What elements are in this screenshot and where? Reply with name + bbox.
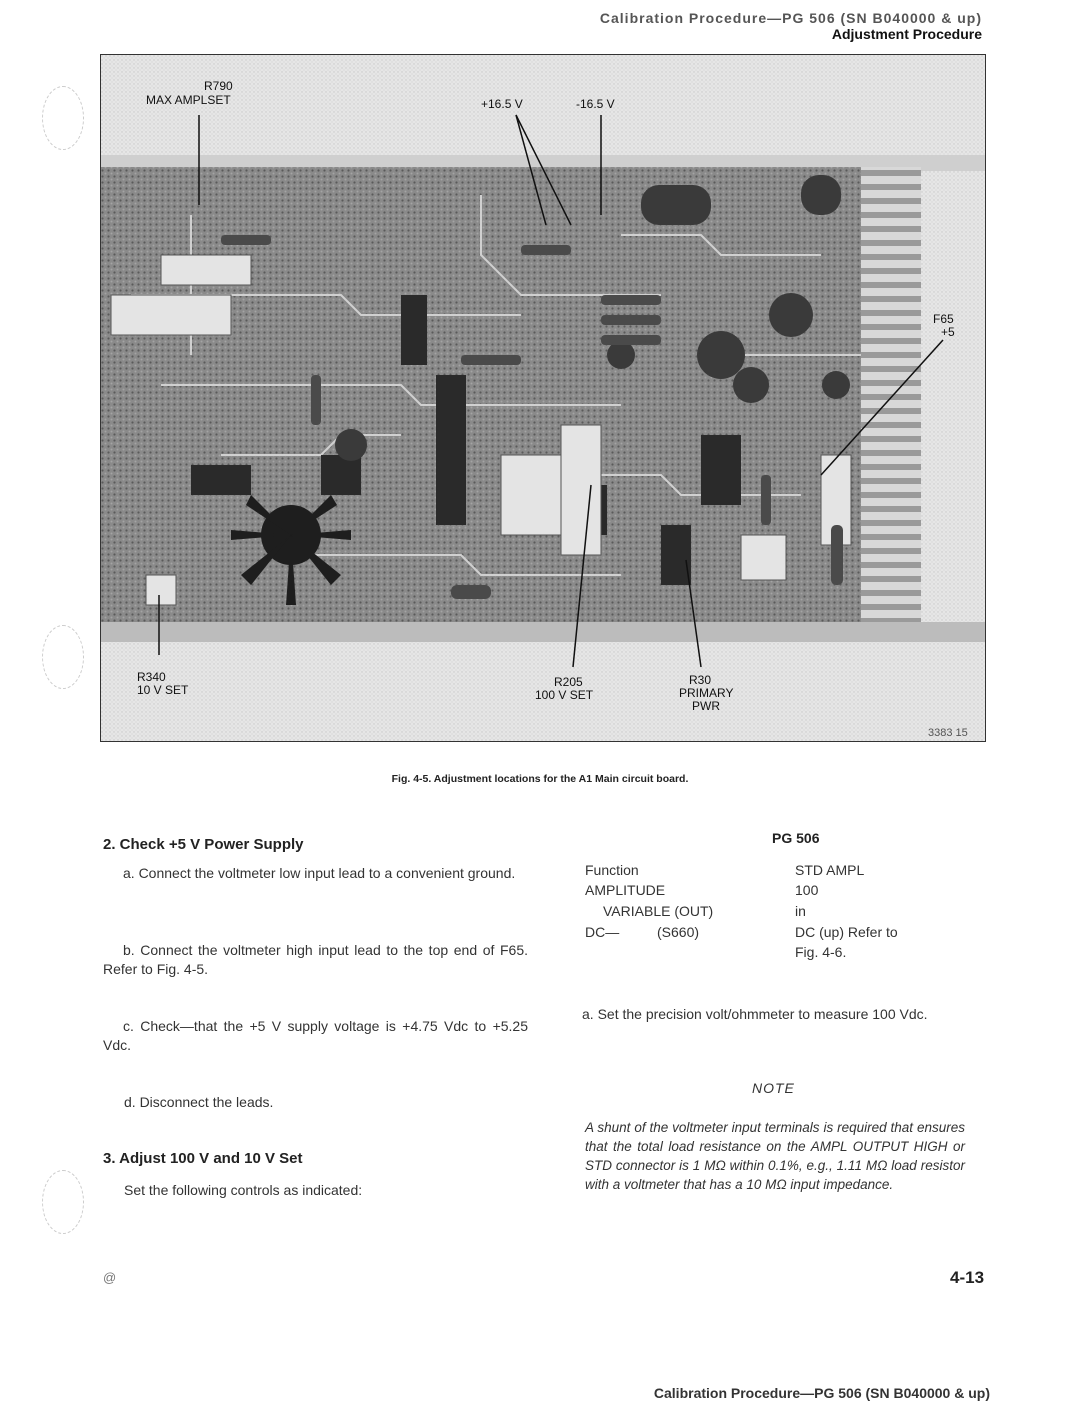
label-r790: R790: [204, 79, 233, 93]
section-2-step-d: d. Disconnect the leads.: [124, 1094, 274, 1110]
control-value-variable: in: [795, 903, 806, 919]
circuit-board-photo: R790 MAX AMPLSET +16.5 V -16.5 V F65 +5 …: [100, 54, 986, 742]
circuit-board-image: [101, 55, 985, 741]
section-2-step-b: b. Connect the voltmeter high input lead…: [103, 942, 528, 977]
label-plus-5: +5: [941, 325, 955, 339]
binder-hole-bottom: [42, 1170, 84, 1234]
control-name-amplitude: AMPLITUDE: [585, 882, 666, 898]
note-text: A shunt of the voltmeter input terminals…: [585, 1120, 965, 1192]
figure-number: 3383 15: [928, 727, 968, 739]
label-f65: F65: [933, 312, 954, 326]
control-name-dc: DC—: [585, 924, 620, 940]
label-r30: R30: [689, 673, 712, 687]
section-3-heading: 3. Adjust 100 V and 10 V Set: [103, 1150, 303, 1167]
label-r205: R205: [554, 675, 583, 689]
section-header: Adjustment Procedure: [831, 26, 982, 42]
page-number: 4-13: [950, 1268, 985, 1287]
control-value-dc: DC (up) Refer to: [795, 924, 898, 940]
controls-title: PG 506: [772, 830, 820, 846]
footer-running-title: Calibration Procedure—PG 506 (SN B040000…: [653, 1385, 990, 1401]
control-name-variable: VARIABLE (OUT): [603, 903, 714, 919]
note-title: NOTE: [752, 1080, 795, 1096]
section-2-step-c: c. Check—that the +5 V supply voltage is…: [103, 1018, 528, 1053]
section-2-heading: 2. Check +5 V Power Supply: [103, 836, 304, 853]
section-2-step-a: a. Connect the voltmeter low input lead …: [123, 865, 516, 881]
control-name-function: Function: [585, 862, 639, 878]
control-value-amplitude: 100: [795, 882, 819, 898]
section-3-intro: Set the following controls as indicated:: [124, 1182, 363, 1198]
control-name-s660: (S660): [657, 924, 700, 940]
binder-hole-middle: [42, 625, 84, 689]
label-max-amplset: MAX AMPLSET: [146, 93, 231, 107]
footer-symbol: @: [103, 1270, 117, 1285]
label-r30-desc2: PWR: [692, 699, 720, 713]
control-value-function: STD AMPL: [795, 862, 865, 878]
label-r205-desc: 100 V SET: [535, 688, 594, 702]
label-r340: R340: [137, 670, 166, 684]
figure-caption: Fig. 4-5. Adjustment locations for the A…: [391, 773, 689, 785]
label-r30-desc1: PRIMARY: [679, 686, 734, 700]
control-value-fig-ref: Fig. 4-6.: [795, 944, 847, 960]
label-minus-16-5v: -16.5 V: [576, 97, 615, 111]
binder-hole-top: [42, 86, 84, 150]
label-r340-desc: 10 V SET: [137, 683, 189, 697]
running-header: Calibration Procedure—PG 506 (SN B040000…: [599, 10, 982, 26]
label-plus-16-5v: +16.5 V: [481, 97, 523, 111]
step-a-set-meter: a. Set the precision volt/ohmmeter to me…: [582, 1006, 928, 1022]
